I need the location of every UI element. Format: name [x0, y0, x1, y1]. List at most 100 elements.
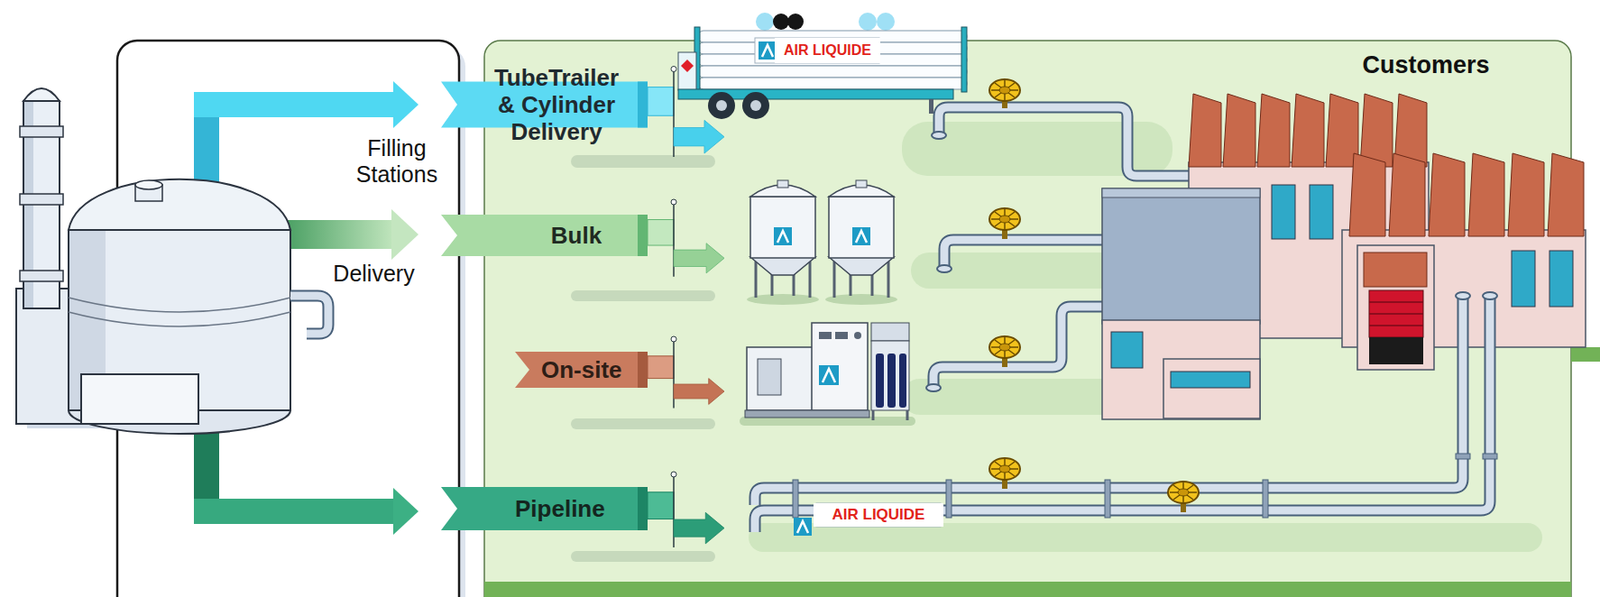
sawtooth-roof [1349, 153, 1386, 237]
company-name: AIR LIQUIDE [813, 503, 944, 527]
supply-pipe [938, 107, 1196, 176]
delivery-arrow [673, 378, 725, 405]
pipe-flange [792, 479, 799, 518]
pole-knob [671, 471, 677, 478]
column-dome [23, 88, 60, 102]
supply-pipe [944, 239, 1108, 269]
ground-strip [1571, 347, 1600, 362]
arrow-label: Filling Stations [344, 135, 450, 188]
customer-panel [484, 40, 1572, 597]
banner-label: On-site [541, 356, 623, 384]
delivery-arrow [673, 242, 725, 273]
pipe-flange [1104, 479, 1111, 518]
banner-shadow [570, 290, 716, 302]
gas-cylinder [875, 353, 884, 408]
gas-cylinder [899, 353, 907, 408]
valve-spokes [991, 209, 1019, 230]
flow-arrow [393, 81, 419, 129]
rack-legs [873, 410, 908, 421]
factory-annex [1163, 358, 1260, 419]
pole-knob [671, 65, 677, 72]
cabinet-panel [757, 358, 782, 396]
banner-band [637, 81, 648, 128]
tank-dome [68, 179, 291, 230]
onsite-generator [811, 322, 868, 411]
supply-mode-banner: TubeTrailer & Cylinder Delivery [441, 61, 727, 148]
plant-pipe [290, 295, 329, 334]
label-slot: Filling Stations [344, 135, 450, 188]
pipe-end [937, 265, 952, 273]
banner-body [441, 214, 648, 257]
valve-hub [999, 343, 1011, 351]
valve-hub [999, 465, 1011, 473]
pipe-end [931, 131, 947, 139]
trailer-front-panel [678, 52, 697, 91]
cylinder-rack-top [871, 322, 910, 341]
supply-pipe [938, 107, 1196, 176]
valve-spokes [991, 337, 1019, 358]
window [1309, 184, 1334, 240]
tank-seam [68, 297, 291, 313]
valve-spokes [991, 459, 1019, 479]
valve-wheel [989, 79, 1021, 102]
sawtooth-roof [1547, 153, 1584, 237]
crowd-icon [772, 13, 790, 30]
valve-spokes [1169, 482, 1197, 503]
supply-pipe [933, 306, 1108, 388]
valve-wheel [989, 336, 1021, 368]
flow-arrow [193, 91, 397, 118]
pipe-end [1455, 292, 1471, 300]
sawtooth-roof [1388, 153, 1426, 237]
sawtooth-roof [1291, 93, 1325, 167]
banner-tab [647, 86, 674, 116]
ground-strip [484, 581, 1572, 597]
supply-pipe [933, 306, 1108, 388]
ground-shadow [748, 523, 1543, 552]
pipe-flange [946, 479, 952, 518]
supply-pipe [944, 239, 1108, 269]
dock-shutter [1369, 290, 1424, 338]
factory-block [1102, 188, 1260, 324]
trailer-hub [750, 100, 762, 111]
dock-opening [1369, 337, 1424, 365]
supply-mode-banner: Pipeline [441, 487, 727, 531]
trailer-nameplate [754, 37, 880, 64]
silo-shadow [746, 294, 819, 305]
plant-pipe [290, 295, 329, 334]
banner-band [637, 351, 648, 388]
hazard-sign [680, 59, 694, 73]
sawtooth-roof [1222, 93, 1256, 167]
silo-cone [828, 257, 894, 276]
window [1271, 184, 1296, 240]
company-logo-mark [855, 230, 867, 243]
company-logo [773, 227, 792, 246]
pipe-end [1482, 292, 1498, 300]
gas-cylinder [887, 353, 896, 408]
label-slot: AIR LIQUIDE [774, 37, 881, 64]
customers-area: Customers [1322, 50, 1530, 80]
crowd-icon [755, 12, 774, 31]
company-logo [852, 227, 871, 246]
arrow-label: Delivery [314, 260, 433, 287]
flow-arrow [393, 487, 419, 535]
flow-arrow [193, 498, 397, 525]
pole-knob [671, 336, 677, 342]
valve-hub [999, 86, 1011, 94]
cylinder-rack [871, 340, 910, 411]
factory-block-top [1102, 188, 1260, 198]
window [1511, 250, 1536, 307]
generator-slot [818, 331, 832, 340]
crowd-icon [787, 13, 804, 30]
silo-cone [750, 257, 816, 276]
section-heading: Customers [1322, 50, 1530, 80]
banner-tab [647, 219, 674, 246]
bulk-silo [750, 196, 816, 258]
company-name: AIR LIQUIDE [774, 37, 881, 64]
flow-arrow [391, 209, 419, 260]
supply-mode-banner: Bulk [441, 214, 727, 257]
window [1111, 331, 1143, 368]
sawtooth-roof [1360, 93, 1393, 167]
gas-tube [698, 77, 967, 90]
company-logo-mark [797, 521, 809, 534]
